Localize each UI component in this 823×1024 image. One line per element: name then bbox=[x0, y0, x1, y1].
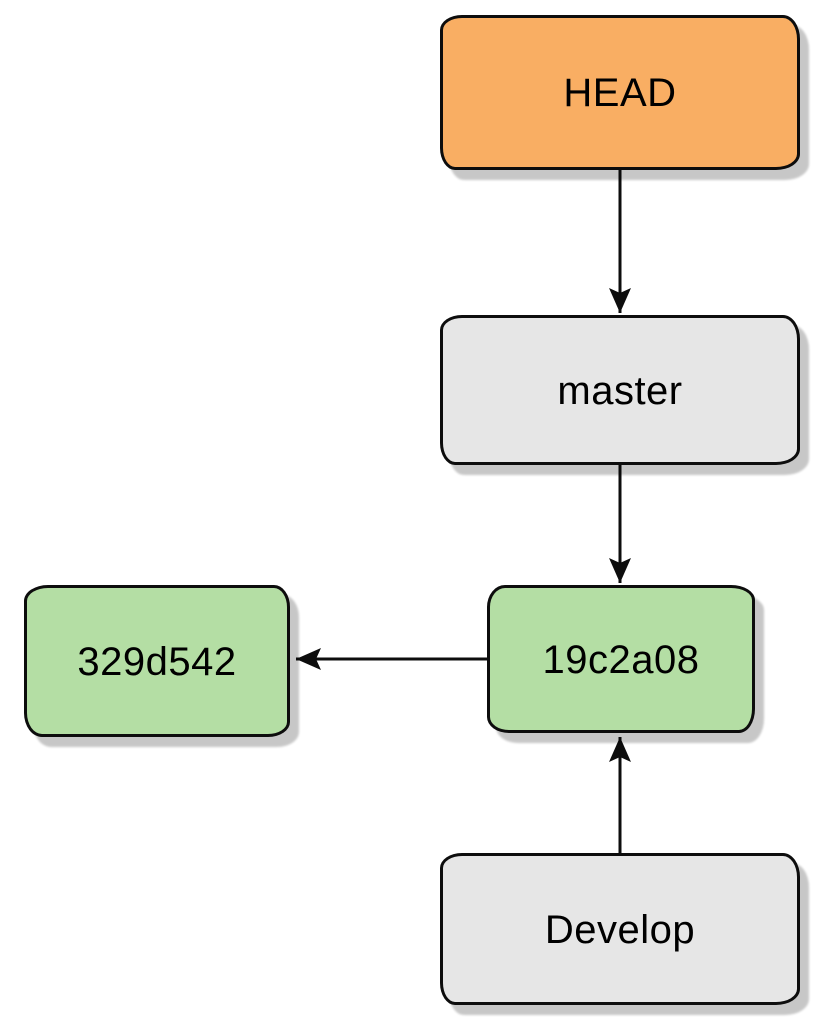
node-master-branch: master bbox=[440, 315, 800, 465]
node-head: HEAD bbox=[440, 15, 800, 170]
node-develop-branch: Develop bbox=[440, 853, 800, 1005]
node-commit-329d542-label: 329d542 bbox=[77, 639, 237, 684]
node-commit-329d542: 329d542 bbox=[24, 585, 290, 737]
node-commit-19c2a08-label: 19c2a08 bbox=[542, 637, 700, 682]
node-head-label: HEAD bbox=[563, 71, 677, 115]
node-commit-19c2a08: 19c2a08 bbox=[487, 585, 755, 733]
node-develop-label: Develop bbox=[544, 907, 696, 952]
node-master-label: master bbox=[557, 368, 683, 413]
